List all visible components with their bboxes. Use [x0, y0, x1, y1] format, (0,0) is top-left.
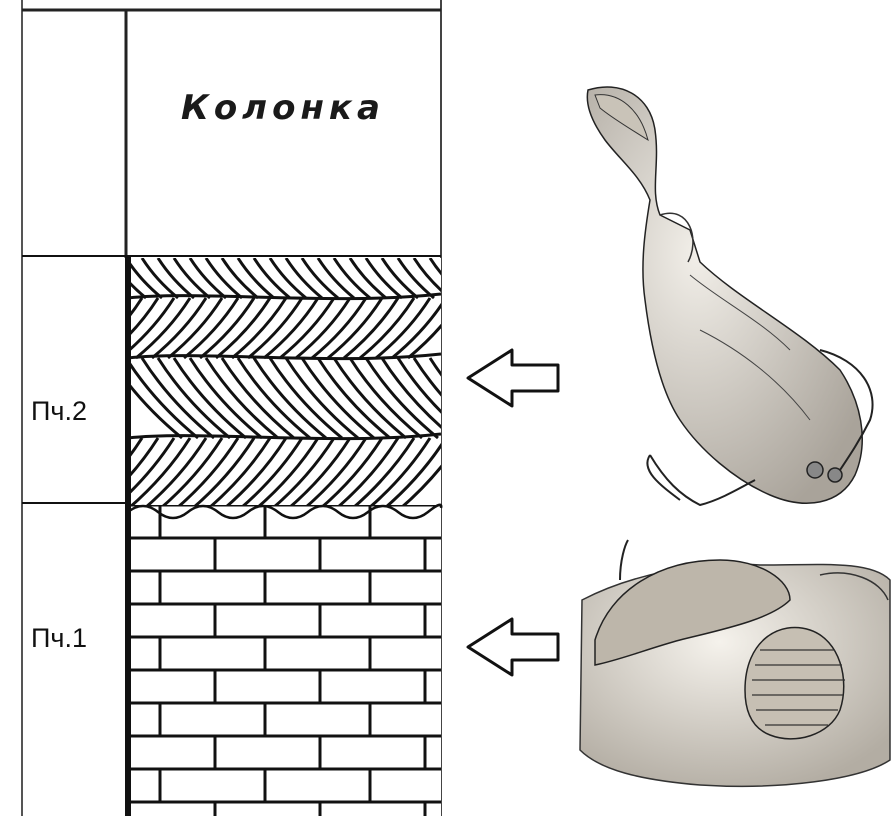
- cross-bed-stroke: [446, 258, 482, 298]
- arrow-pch2: [468, 350, 558, 406]
- eurypterid-illustration: [587, 87, 872, 505]
- trilobite-illustration: [580, 540, 890, 786]
- column-title: Колонка: [128, 88, 438, 128]
- cross-bed-stroke: [462, 258, 498, 298]
- cross-bed-stroke: [56, 298, 110, 358]
- layer-label-pch2: Пч.2: [31, 398, 87, 425]
- arrow-pch1: [468, 619, 558, 675]
- layer-pch2-pattern: [41, 258, 534, 516]
- cross-bed-stroke: [72, 298, 126, 358]
- layer-label-pch1: Пч.1: [31, 625, 87, 652]
- layer-pch1-pattern: [128, 505, 441, 816]
